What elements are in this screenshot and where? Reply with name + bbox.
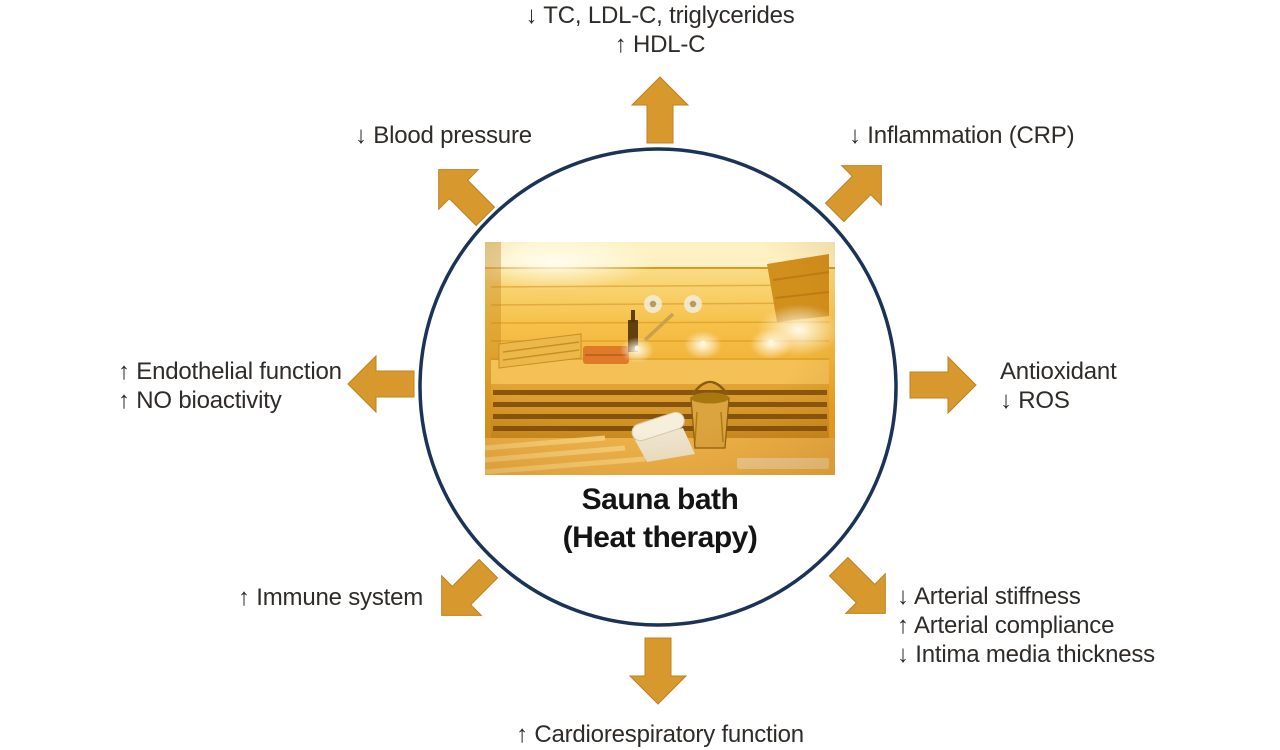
label-lipids-line2: ↑ HDL-C	[614, 31, 706, 58]
center-circle-ring	[418, 147, 898, 627]
label-immune-line1: ↑ Immune system	[238, 584, 424, 611]
label-antioxidant-line2: ↓ ROS	[1000, 387, 1070, 414]
arrow-bottom-left	[441, 558, 499, 616]
label-inflammation: ↓ Inflammation (CRP)	[849, 121, 1075, 150]
label-cardiorespiratory-line1: ↑ Cardiorespiratory function	[516, 721, 804, 748]
label-lipids-line1: ↓ TC, LDL-C, triglycerides	[525, 2, 795, 29]
label-endothelial-line2: ↑ NO bioactivity	[118, 387, 282, 414]
label-arterial-line1: ↓ Arterial stiffness	[897, 583, 1081, 610]
label-endothelial: ↑ Endothelial function ↑ NO bioactivity	[118, 357, 342, 415]
label-cardiorespiratory: ↑ Cardiorespiratory function	[430, 720, 890, 749]
arrow-top-right	[824, 165, 882, 223]
photo-vignette	[485, 242, 835, 475]
label-antioxidant: Antioxidant ↓ ROS	[1000, 357, 1117, 415]
center-circle	[418, 147, 898, 627]
arrow-bottom-right	[828, 556, 886, 614]
arrow-left	[347, 354, 415, 414]
sauna-photo	[485, 242, 835, 475]
arrow-top-left	[438, 169, 496, 227]
label-lipids: ↓ TC, LDL-C, triglycerides ↑ HDL-C	[430, 1, 890, 59]
arrow-right	[909, 355, 977, 415]
label-endothelial-line1: ↑ Endothelial function	[118, 358, 342, 385]
arrow-top	[630, 76, 690, 144]
center-title-line2: (Heat therapy)	[562, 521, 758, 554]
label-arterial-line2: ↑ Arterial compliance	[897, 612, 1115, 639]
label-blood-pressure: ↓ Blood pressure	[355, 121, 532, 150]
center-title-line1: Sauna bath	[581, 483, 739, 516]
label-blood-pressure-line1: ↓ Blood pressure	[355, 122, 532, 149]
label-arterial: ↓ Arterial stiffness ↑ Arterial complian…	[897, 582, 1155, 669]
label-inflammation-line1: ↓ Inflammation (CRP)	[849, 122, 1075, 149]
arrow-bottom	[628, 637, 688, 705]
label-immune: ↑ Immune system	[238, 583, 423, 612]
label-antioxidant-line1: Antioxidant	[1000, 358, 1117, 385]
center-title: Sauna bath (Heat therapy)	[485, 481, 835, 557]
label-arterial-line3: ↓ Intima media thickness	[897, 641, 1155, 668]
